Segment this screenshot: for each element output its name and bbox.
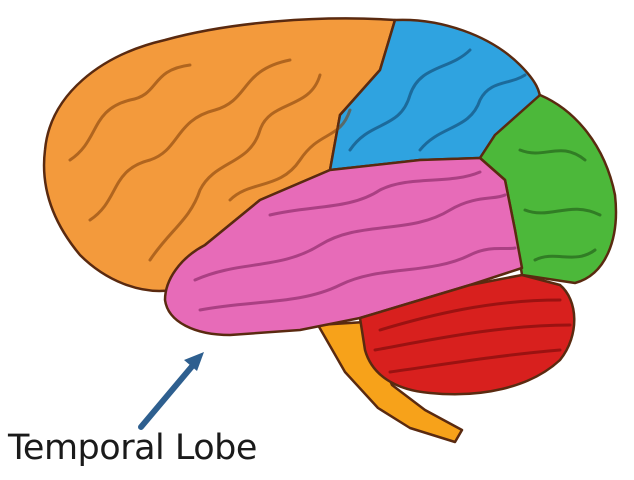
temporal-lobe-label: Temporal Lobe (8, 428, 257, 468)
occipital-gyri (518, 148, 602, 262)
arrow-head (184, 352, 204, 371)
arrow (138, 352, 204, 430)
cerebellum-folia (373, 298, 572, 374)
frontal-gyri (68, 58, 352, 262)
temporal-lobe (163, 156, 524, 337)
arrow-shaft (138, 361, 197, 430)
parietal-gyri (348, 48, 527, 152)
temporal-gyri (193, 170, 517, 312)
occipital-lobe (478, 93, 618, 285)
